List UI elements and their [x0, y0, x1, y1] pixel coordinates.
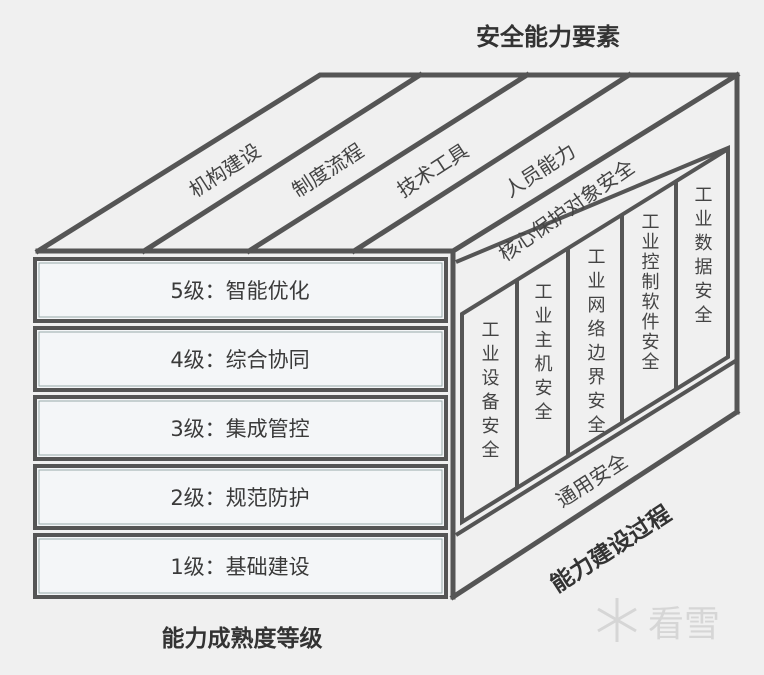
process-title: 能力建设过程	[546, 500, 676, 598]
general-band-bottom	[454, 358, 739, 537]
level-1: 1级：基础建设	[170, 555, 309, 579]
maturity-levels: 5级：智能优化 4级：综合协同 3级：集成管控 2级：规范防护 1级：基础建设	[33, 257, 448, 599]
level-row: 1级：基础建设	[33, 533, 448, 599]
title-top: 安全能力要素	[476, 23, 620, 51]
watermark-text: 看雪	[648, 604, 720, 645]
level-4: 4级：综合协同	[170, 348, 309, 372]
level-5: 5级：智能优化	[170, 279, 309, 303]
top-label-org: 机构建设	[185, 138, 265, 202]
column-device: 工业设备安全	[479, 320, 500, 464]
level-2: 2级：规范防护	[170, 486, 309, 510]
top-right-edge	[449, 71, 741, 255]
right-face: 核心保护对象安全 工业设备安全 工业主机安全 工业网络边界安全 工业控制软件安全…	[449, 72, 741, 601]
level-3: 3级：集成管控	[170, 417, 309, 441]
level-row: 4级：综合协同	[33, 326, 448, 392]
top-divider	[140, 71, 424, 255]
snowflake-icon	[597, 598, 637, 642]
right-bottom-edge	[449, 408, 741, 601]
column-network: 工业网络边界安全	[585, 247, 606, 439]
maturity-title: 能力成熟度等级	[162, 625, 323, 652]
top-label-tools: 技术工具	[393, 138, 473, 202]
core-columns-box	[460, 145, 730, 526]
top-divider	[350, 71, 633, 255]
level-row: 2级：规范防护	[33, 464, 448, 530]
watermark: 看雪	[597, 598, 720, 645]
top-divider	[245, 71, 531, 255]
column-software: 工业控制软件安全	[639, 212, 660, 372]
column-data: 工业数据安全	[692, 185, 713, 329]
level-row: 3级：集成管控	[33, 395, 448, 461]
top-face: 机构建设 制度流程 技术工具 人员能力	[34, 71, 741, 255]
column-host: 工业主机安全	[532, 282, 553, 426]
level-row: 5级：智能优化	[33, 257, 448, 323]
top-face-outline	[34, 72, 740, 255]
top-label-process: 制度流程	[288, 138, 368, 202]
